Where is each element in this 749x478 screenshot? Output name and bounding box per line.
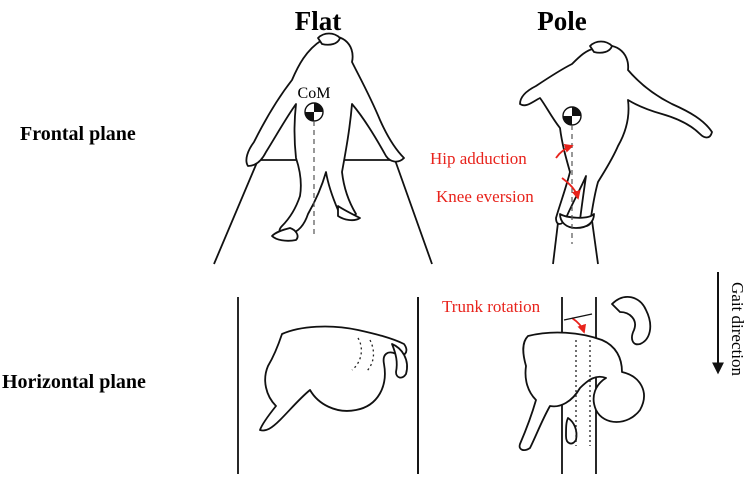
pole-topview-raised-arm: [611, 296, 652, 346]
gait-direction-label: Gait direction: [728, 282, 747, 376]
flat-topview-monkey: [259, 325, 408, 432]
flat-topview-hindlimb-hidden: [351, 337, 375, 373]
pole-topview-monkey: [518, 331, 645, 451]
pole-horizontal-figure: Trunk rotation: [417, 296, 652, 474]
trunk-rotation-label: Trunk rotation: [442, 297, 541, 316]
trunk-rotation-reference-line: [563, 313, 593, 321]
walkway-edge-left: [213, 159, 259, 265]
row-title-horizontal: Horizontal plane: [2, 371, 146, 393]
knee-eversion-label: Knee eversion: [436, 187, 534, 206]
column-title-pole: Pole: [537, 6, 586, 36]
flat-horizontal-figure: [237, 297, 419, 474]
hip-adduction-arrow: [555, 144, 574, 159]
pole-topview-foot-on-pole: [565, 417, 578, 445]
com-label: CoM: [298, 85, 331, 102]
flat-topview-head: [391, 343, 408, 379]
flat-monkey-left-foot: [271, 227, 299, 242]
gait-direction-indicator: Gait direction: [712, 272, 747, 376]
pole-com-marker-icon: [562, 106, 582, 126]
pole-monkey-body: [519, 44, 713, 227]
knee-eversion-arrow: [561, 177, 581, 200]
row-title-frontal: Frontal plane: [20, 123, 136, 145]
trunk-rotation-arrow: [571, 317, 586, 334]
pole-monkey-ear: [589, 40, 613, 54]
walkway-edge-right: [394, 159, 433, 265]
column-title-flat: Flat: [295, 6, 342, 36]
flat-frontal-figure: CoM: [213, 32, 433, 265]
hip-adduction-label: Hip adduction: [430, 149, 527, 168]
pole-monkey-feet: [559, 213, 595, 229]
flat-monkey-right-foot: [337, 205, 361, 222]
pole-frontal-figure: Hip adduction Knee eversion: [430, 40, 713, 265]
com-marker-icon: [304, 102, 324, 122]
flat-monkey-ear: [317, 32, 341, 46]
flat-monkey-body: [245, 35, 405, 236]
